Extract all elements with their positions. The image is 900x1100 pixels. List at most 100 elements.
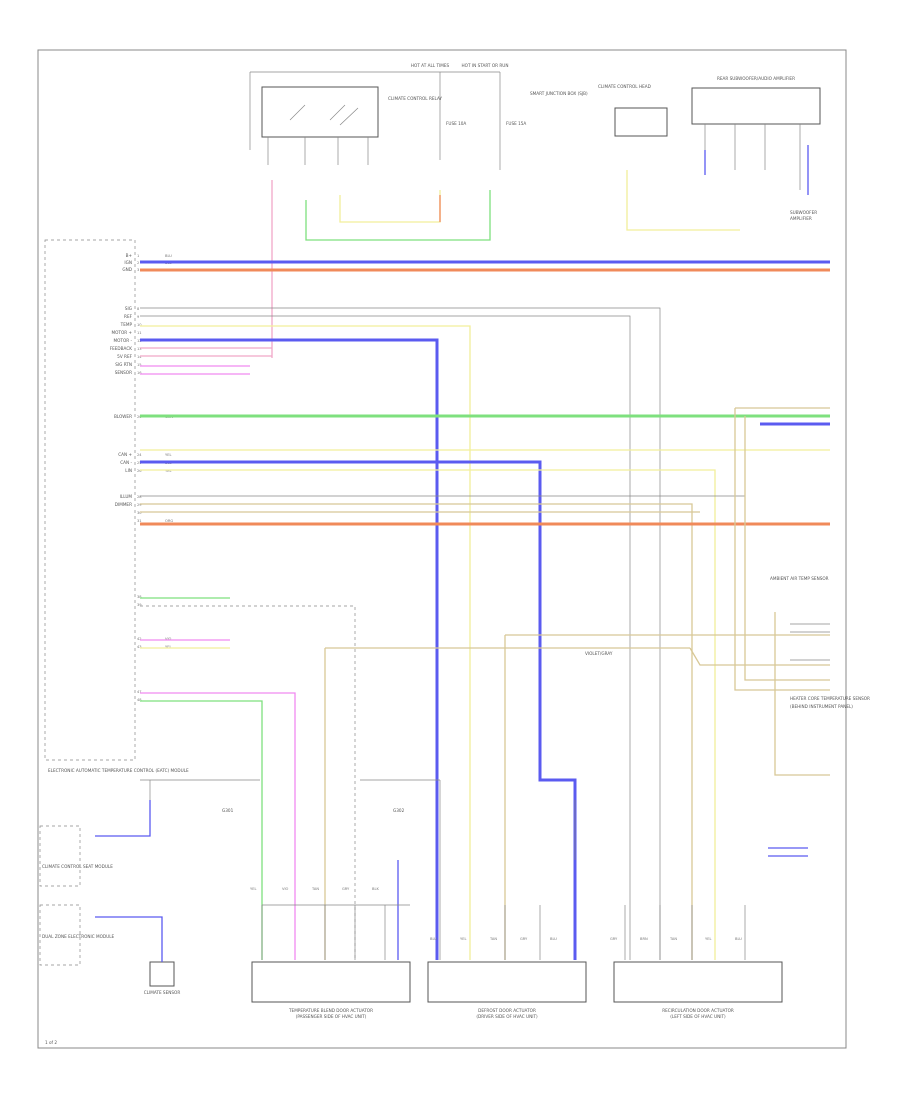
svg-text:SIG: SIG xyxy=(125,306,132,311)
wire-pink-693 xyxy=(140,692,296,960)
right-box-label: HEATER CORE TEMPERATURE SENSOR xyxy=(790,696,870,701)
actuator-3-box xyxy=(613,961,783,1003)
actuator-3-sub: (LEFT SIDE OF HVAC UNIT) xyxy=(670,1014,726,1019)
svg-text:30: 30 xyxy=(137,511,142,515)
top-bus-right-label: HOT IN START OR RUN xyxy=(462,63,509,68)
svg-text:YEL: YEL xyxy=(250,887,256,891)
svg-text:IGN: IGN xyxy=(124,260,132,265)
svg-text:13: 13 xyxy=(137,347,142,351)
actuator-1-sub: (PASSENGER SIDE OF HVAC UNIT) xyxy=(296,1014,367,1019)
sensor-module-box xyxy=(691,87,821,125)
relay-switch xyxy=(289,104,359,126)
svg-text:YEL: YEL xyxy=(705,937,711,941)
bottom-left-1-label: CLIMATE CONTROL SEAT MODULE xyxy=(42,864,113,869)
svg-text:MOTOR -: MOTOR - xyxy=(113,338,132,343)
wire-green-701 xyxy=(140,700,263,960)
svg-text:TAN: TAN xyxy=(489,937,497,941)
svg-text:BRN: BRN xyxy=(640,937,648,941)
left-module-label: ELECTRONIC AUTOMATIC TEMPERATURE CONTROL… xyxy=(48,768,189,773)
actuator-1-label: TEMPERATURE BLEND DOOR ACTUATOR xyxy=(288,1008,373,1013)
svg-text:SENSOR: SENSOR xyxy=(115,370,132,375)
svg-text:SIG RTN: SIG RTN xyxy=(115,362,132,367)
svg-text:VIO: VIO xyxy=(165,637,172,641)
svg-text:5V REF: 5V REF xyxy=(117,354,132,359)
svg-text:BLOWER: BLOWER xyxy=(114,414,132,419)
relay-box xyxy=(261,86,379,138)
wire-tan-504 xyxy=(140,503,693,960)
svg-text:10: 10 xyxy=(137,323,142,327)
svg-text:9: 9 xyxy=(137,315,140,319)
svg-text:LIN: LIN xyxy=(125,468,132,473)
ambient-sensor-label: AMBIENT AIR TEMP SENSOR xyxy=(770,576,829,581)
wire-tan-right-2 xyxy=(744,416,830,681)
svg-text:TEMP: TEMP xyxy=(120,322,133,327)
wire-gray-actuator-2 xyxy=(439,780,576,960)
footer-label: 1 of 2 xyxy=(45,1040,57,1045)
svg-text:15: 15 xyxy=(137,363,142,367)
svg-text:FEEDBACK: FEEDBACK xyxy=(110,346,133,351)
wire-yellow-326 xyxy=(140,325,471,960)
fuse-2-label: FUSE 15A xyxy=(506,121,526,126)
svg-text:2: 2 xyxy=(137,261,139,265)
svg-text:DIMMER: DIMMER xyxy=(115,502,132,507)
svg-text:B+: B+ xyxy=(126,253,133,258)
svg-text:GRY: GRY xyxy=(342,887,350,891)
wire-tan-right-3 xyxy=(774,612,830,776)
wire-tan-655 xyxy=(689,647,830,666)
svg-text:YEL: YEL xyxy=(165,453,171,457)
svg-text:38: 38 xyxy=(137,595,142,599)
wire-blue-340 xyxy=(140,338,439,960)
wire-tan-635 xyxy=(504,634,830,960)
climate-control-head-label: CLIMATE CONTROL HEAD xyxy=(598,84,651,89)
svg-text:BLU: BLU xyxy=(430,937,437,941)
svg-text:MOTOR +: MOTOR + xyxy=(111,330,132,335)
svg-text:14: 14 xyxy=(137,355,142,359)
svg-text:TAN: TAN xyxy=(311,887,319,891)
svg-text:BLU: BLU xyxy=(735,937,742,941)
svg-text:BLU: BLU xyxy=(550,937,557,941)
wire-yellow-470 xyxy=(140,469,716,960)
actuator-2-label: DEFROST DOOR ACTUATOR xyxy=(478,1008,536,1013)
svg-text:3: 3 xyxy=(137,268,139,272)
svg-text:REF: REF xyxy=(124,314,133,319)
svg-text:47: 47 xyxy=(137,690,142,694)
wire-blue-right-lower xyxy=(768,847,808,857)
wire-code-column: BLU BLU ORG GRN YEL BLU YEL ORG VIO YEL xyxy=(165,254,173,649)
svg-text:28: 28 xyxy=(137,495,142,499)
relay-box-label: CLIMATE CONTROL RELAY xyxy=(388,96,442,101)
svg-text:43: 43 xyxy=(137,645,142,649)
bottom-left-3-label: CLIMATE SENSOR xyxy=(144,990,181,995)
svg-text:BLK: BLK xyxy=(372,887,379,891)
sub-module-2-label: AMPLIFIER xyxy=(790,216,812,221)
svg-text:48: 48 xyxy=(137,698,142,702)
svg-text:GRY: GRY xyxy=(520,937,528,941)
wire-blue-bottom-left-1 xyxy=(95,800,151,837)
actuator-1-box xyxy=(251,961,411,1003)
wire-note-label: VIOLET/GRAY xyxy=(585,651,613,656)
wire-green-top xyxy=(305,190,491,241)
svg-text:ILLUM: ILLUM xyxy=(120,494,133,499)
wire-gray-316 xyxy=(140,315,631,960)
wire-yellow-right-top xyxy=(626,170,740,231)
svg-text:31: 31 xyxy=(137,519,142,523)
sensor-module-pins xyxy=(704,124,801,190)
svg-text:YEL: YEL xyxy=(165,645,171,649)
bottom-left-2-label: DUAL ZONE ELECTRONIC MODULE xyxy=(42,934,115,939)
svg-text:29: 29 xyxy=(137,503,142,507)
bottom-wire-codes: YEL VIO TAN GRY BLK BLU YEL TAN GRY BLU … xyxy=(250,887,742,941)
climate-control-head-box xyxy=(614,107,668,137)
svg-text:GRY: GRY xyxy=(610,937,618,941)
ground-2-label: G302 xyxy=(393,808,405,813)
svg-text:CAN +: CAN + xyxy=(118,452,132,457)
svg-text:26: 26 xyxy=(137,469,142,473)
svg-text:39: 39 xyxy=(137,603,142,607)
svg-text:42: 42 xyxy=(137,637,142,641)
svg-text:12: 12 xyxy=(137,339,142,343)
svg-text:CAN -: CAN - xyxy=(120,460,132,465)
wire-blue-462 xyxy=(140,460,577,960)
left-module-box xyxy=(44,239,136,761)
climate-sensor-box xyxy=(149,961,175,987)
wire-gray-right-stubs xyxy=(790,623,830,661)
wire-gray-actuator-stubs xyxy=(261,904,410,960)
